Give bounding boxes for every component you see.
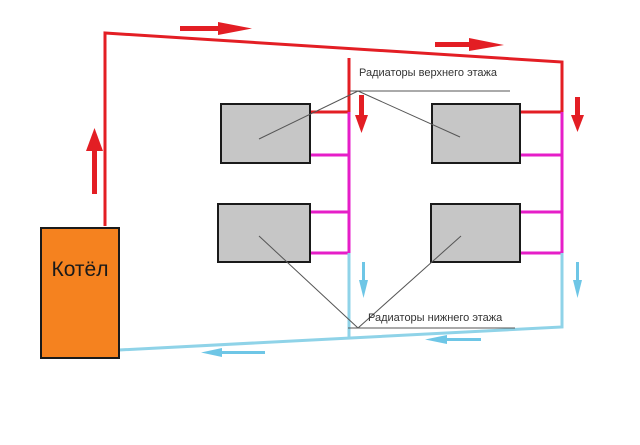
leader-lower-to-ll	[258, 235, 359, 329]
left-arrow-icon	[425, 335, 481, 344]
mid-pipes	[310, 112, 564, 255]
radiators	[217, 103, 521, 263]
boiler	[40, 227, 120, 359]
left-arrow-icon	[201, 348, 265, 357]
right-arrow-icon	[180, 22, 252, 35]
upper-floor-radiators-label: Радиаторы верхнего этажа	[359, 67, 497, 79]
cold-arrows	[201, 262, 582, 357]
right-arrow-icon	[435, 38, 504, 51]
radiator-upper-right	[431, 103, 521, 164]
radiator-upper-left	[220, 103, 311, 164]
down-arrow-icon	[355, 95, 368, 133]
label-leaders	[258, 90, 515, 329]
leader-upper-to-ul	[258, 90, 359, 140]
supply-pipes	[103, 31, 564, 226]
leader-upper-to-ur	[357, 90, 461, 138]
down-arrow-icon	[573, 262, 582, 298]
return-main	[118, 253, 564, 352]
lower-floor-radiators-label: Радиаторы нижнего этажа	[368, 312, 503, 324]
up-arrow-icon	[86, 128, 103, 194]
return-pipes	[118, 253, 564, 352]
down-arrow-icon	[359, 262, 368, 298]
down-arrow-icon	[571, 97, 584, 132]
supply-riser-main	[103, 31, 564, 226]
boiler-label: Котёл	[51, 258, 109, 281]
radiator-lower-right	[430, 203, 521, 263]
radiator-lower-left	[217, 203, 311, 263]
leader-lower-to-lr	[357, 235, 462, 329]
hot-arrows	[86, 22, 584, 194]
